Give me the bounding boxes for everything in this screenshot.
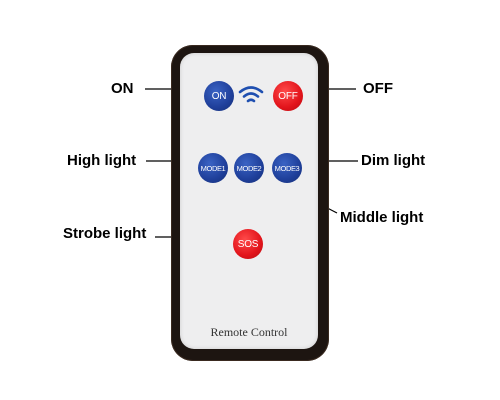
on-button-label: ON bbox=[211, 90, 227, 102]
sos-button[interactable]: SOS bbox=[233, 229, 263, 259]
callout-dim-light: Dim light bbox=[361, 152, 426, 169]
remote-face: ON OFF MODE1 MODE2 MODE3 SOS Remote Cont… bbox=[180, 53, 318, 349]
remote-brand-text: Remote Control bbox=[210, 325, 288, 339]
mode1-button-label: MODE1 bbox=[200, 163, 226, 173]
wifi-signal-icon bbox=[238, 86, 264, 103]
sos-button-label: SOS bbox=[237, 238, 259, 250]
mode2-button[interactable]: MODE2 bbox=[234, 153, 264, 183]
mode1-button[interactable]: MODE1 bbox=[198, 153, 228, 183]
callout-on: ON bbox=[111, 80, 134, 97]
callout-high-light: High light bbox=[67, 152, 137, 169]
callout-strobe-light: Strobe light bbox=[63, 225, 147, 242]
off-button[interactable]: OFF bbox=[273, 81, 303, 111]
mode3-button-label: MODE3 bbox=[274, 163, 300, 173]
callout-off: OFF bbox=[363, 80, 393, 97]
off-button-label: OFF bbox=[278, 90, 298, 102]
mode3-button[interactable]: MODE3 bbox=[272, 153, 302, 183]
mode2-button-label: MODE2 bbox=[236, 163, 262, 173]
callout-middle-light: Middle light bbox=[340, 209, 424, 226]
remote-control: ON OFF MODE1 MODE2 MODE3 SOS Remote Cont… bbox=[171, 45, 329, 361]
on-button[interactable]: ON bbox=[204, 81, 234, 111]
